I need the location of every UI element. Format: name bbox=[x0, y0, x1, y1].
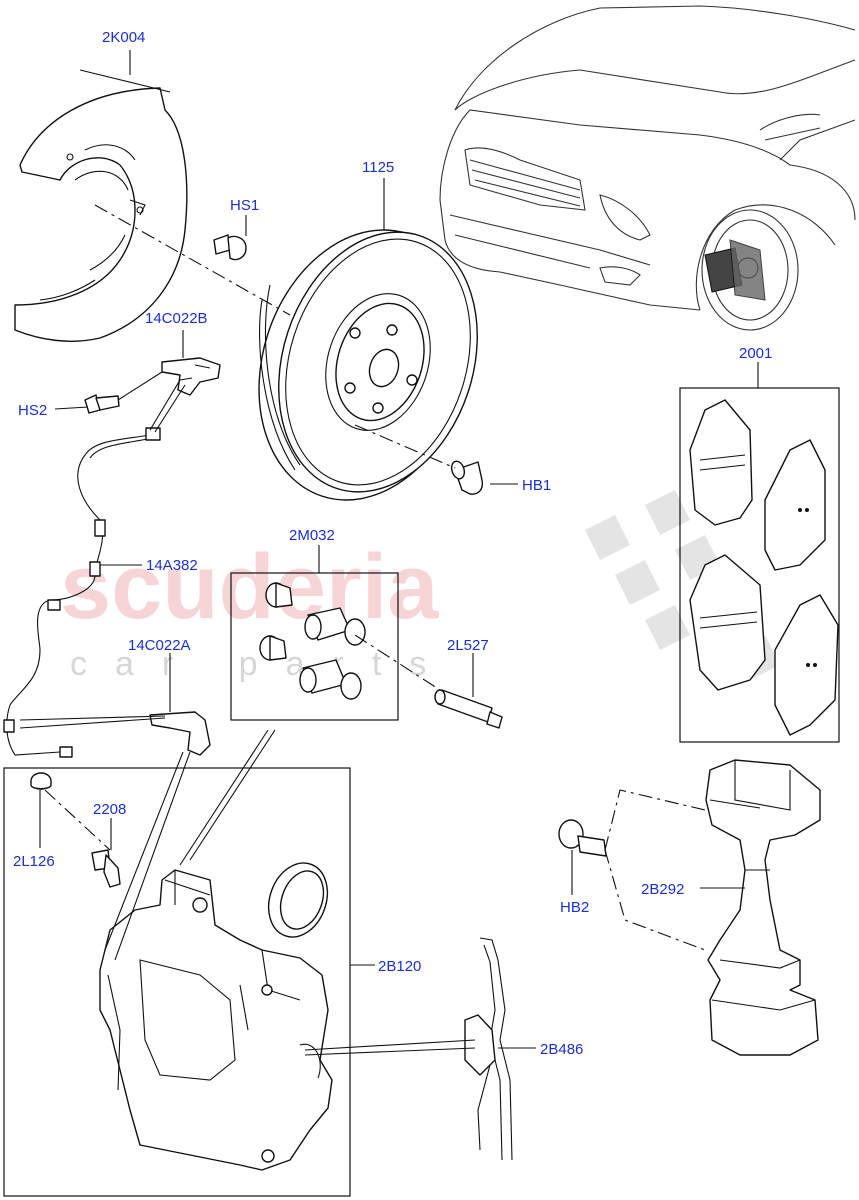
label-2L527: 2L527 bbox=[447, 637, 489, 654]
part-labels: 2K004 1125 HS1 14C022B HS2 HB1 2001 14A3… bbox=[13, 29, 772, 1058]
pin-sleeve bbox=[299, 607, 366, 700]
shield-bolt bbox=[213, 234, 247, 261]
label-2L126: 2L126 bbox=[13, 853, 55, 870]
watermark-subtitle: car parts bbox=[70, 645, 454, 683]
anti-rattle-spring bbox=[464, 937, 513, 1161]
brake-pad-backing bbox=[764, 439, 839, 736]
watermark-brand: scuderia bbox=[60, 536, 439, 638]
label-14C022B: 14C022B bbox=[145, 310, 208, 327]
label-HS2: HS2 bbox=[18, 402, 47, 419]
sensor-bolt bbox=[84, 394, 120, 414]
label-14A382: 14A382 bbox=[146, 557, 198, 574]
wear-sensor-wire bbox=[3, 427, 161, 758]
watermark: scuderia car parts bbox=[60, 490, 780, 683]
sensor-bracket-lower bbox=[149, 711, 211, 756]
guide-pin bbox=[434, 689, 503, 729]
bleed-cap bbox=[30, 772, 52, 790]
leader-lines bbox=[19, 50, 759, 1056]
pin-kit-box bbox=[230, 572, 399, 721]
label-2B120: 2B120 bbox=[378, 958, 421, 975]
label-2M032: 2M032 bbox=[289, 527, 335, 544]
bleed-valve bbox=[91, 849, 121, 888]
pin-boot bbox=[259, 582, 293, 661]
caliper-carrier bbox=[705, 759, 821, 1056]
brake-caliper bbox=[99, 869, 333, 1171]
label-2B486: 2B486 bbox=[540, 1041, 583, 1058]
label-HB2: HB2 bbox=[560, 899, 589, 916]
label-1125: 1125 bbox=[362, 159, 394, 176]
vehicle-outline bbox=[439, 5, 856, 331]
carrier-bolt bbox=[558, 819, 607, 857]
piston-seal bbox=[267, 862, 329, 938]
brake-pad bbox=[689, 399, 766, 691]
label-HB1: HB1 bbox=[522, 477, 551, 494]
brake-splash-shield bbox=[14, 87, 188, 342]
label-14C022A: 14C022A bbox=[128, 637, 191, 654]
label-2K004: 2K004 bbox=[102, 29, 145, 46]
label-HS1: HS1 bbox=[230, 197, 259, 214]
label-2001: 2001 bbox=[739, 345, 772, 362]
axis-dashes bbox=[44, 204, 706, 951]
brake-disc bbox=[258, 229, 478, 501]
sensor-bracket-upper bbox=[161, 357, 221, 396]
disc-retaining-screw bbox=[450, 460, 484, 495]
pad-kit-box bbox=[679, 387, 840, 743]
label-2208: 2208 bbox=[93, 801, 126, 818]
label-2B292: 2B292 bbox=[641, 881, 684, 898]
